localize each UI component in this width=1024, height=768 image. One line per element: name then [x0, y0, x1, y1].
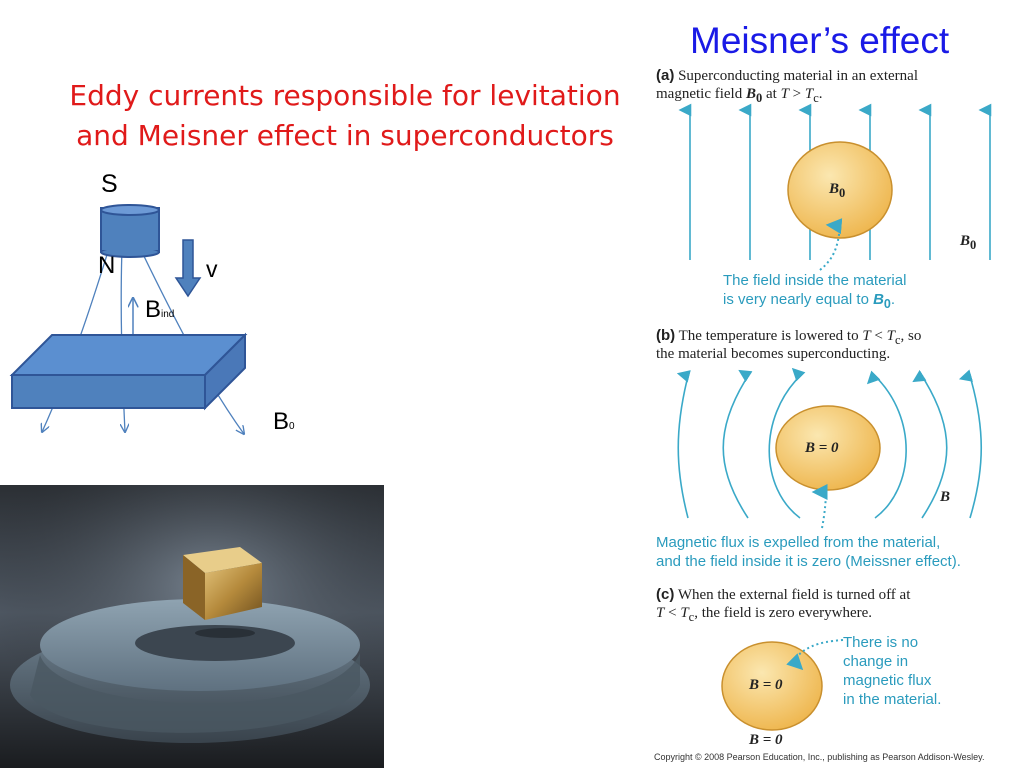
field-diagram-a [678, 103, 992, 271]
below-c-label: B = 0 [749, 732, 783, 748]
magnet-plate-diagram [9, 204, 248, 450]
callout-a-line1: The field inside the material [723, 272, 907, 289]
bar-magnet [100, 204, 160, 258]
callout-b-line2: and the field inside it is zero (Meissne… [656, 553, 961, 570]
caption-b-line2: the material becomes superconducting. [656, 346, 891, 362]
callout-a-line2: is very nearly equal to B0. [723, 291, 896, 311]
callout-c-line2: change in [843, 653, 909, 670]
b-ind-label: Bind [145, 296, 175, 323]
conducting-plate [9, 332, 248, 411]
caption-c-line1: (c) When the external field is turned of… [656, 586, 911, 603]
callout-c-line3: magnetic flux [843, 672, 932, 689]
field-diagram-b [676, 368, 982, 529]
sphere-c-label: B = 0 [749, 677, 783, 693]
velocity-arrow [174, 239, 202, 298]
levitating-magnet-photo [0, 485, 384, 768]
b0-label: B0 [273, 408, 295, 435]
sphere-b-label: B = 0 [805, 440, 839, 456]
callout-b-line1: Magnetic flux is expelled from the mater… [656, 534, 941, 551]
slide-title: Meisner’s effect [690, 20, 950, 61]
velocity-label: v [206, 256, 218, 282]
subtitle-line-1: Eddy currents responsible for levitation [69, 79, 621, 112]
callout-c-line1: There is no [843, 634, 919, 651]
field-diagram-c [721, 639, 844, 731]
sphere-a-label: B0 [829, 181, 846, 200]
north-pole-label: N [98, 252, 116, 279]
caption-a-line1: (a) Superconducting material in an exter… [656, 67, 919, 84]
field-a-side-label: B0 [960, 233, 977, 252]
caption-a-line2: magnetic field B0 at T > Tc. [656, 86, 823, 105]
caption-b-line1: (b) The temperature is lowered to T < Tc… [656, 327, 922, 347]
slide-subtitle: Eddy currents responsible for levitation… [62, 76, 628, 156]
south-pole-label: S [101, 170, 118, 198]
caption-c-line2: T < Tc, the field is zero everywhere. [656, 605, 873, 624]
levitating-cube [183, 547, 262, 620]
copyright-notice: Copyright © 2008 Pearson Education, Inc.… [654, 752, 985, 762]
callout-c-line4: in the material. [843, 691, 942, 708]
subtitle-line-2: and Meisner effect in superconductors [76, 119, 614, 152]
field-b-side-label: B [940, 489, 951, 505]
